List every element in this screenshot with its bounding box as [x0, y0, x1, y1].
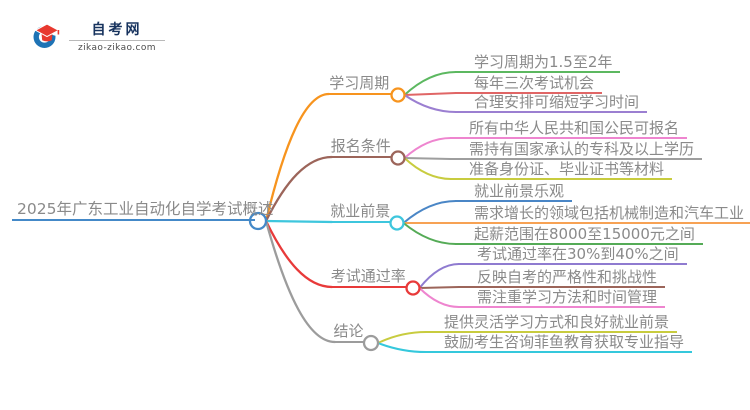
branch-connector [264, 219, 337, 344]
branch-connector [403, 157, 452, 180]
child-topic: 反映自考的严格性和挑战性 [458, 268, 666, 288]
branch-topic: 考试通过率 [330, 267, 407, 288]
node-toggle[interactable] [362, 334, 380, 352]
node-toggle[interactable] [389, 215, 405, 231]
node-toggle[interactable] [405, 280, 421, 296]
graduation-cap-icon [33, 19, 65, 54]
logo-text: 自考网 zikao-zikao.com [69, 22, 165, 53]
child-topic: 准备身份证、毕业证书等材料 [450, 160, 673, 180]
child-topic: 需注重学习方法和时间管理 [458, 288, 666, 308]
branch-topic: 就业前景 [330, 202, 391, 223]
branch-connector [402, 200, 457, 224]
child-topic: 考试通过率在30%到40%之间 [458, 245, 687, 265]
logo-domain: zikao-zikao.com [78, 43, 156, 53]
branch-connector [418, 287, 460, 308]
branch-connector [377, 331, 427, 344]
branch-connector [264, 219, 334, 224]
child-topic: 就业前景乐观 [455, 182, 573, 202]
branch-connector [264, 155, 334, 223]
child-topic: 提供灵活学习方式和良好就业前景 [425, 313, 678, 333]
child-topic: 学习周期为1.5至2年 [455, 53, 621, 73]
child-topic: 合理安排可缩短学习时间 [455, 93, 648, 113]
branch-connector [418, 286, 460, 289]
branch-connector [264, 92, 331, 223]
branch-connector [403, 71, 457, 96]
node-toggle[interactable] [390, 150, 406, 166]
branch-connector [403, 94, 457, 113]
child-topic: 需持有国家承认的专科及以上学历 [450, 140, 703, 160]
logo-title: 自考网 [91, 22, 143, 38]
branch-connector [402, 222, 457, 245]
node-toggle[interactable] [248, 211, 268, 231]
branch-topic: 结论 [333, 322, 364, 343]
branch-topic: 学习周期 [327, 74, 392, 95]
branch-connector [403, 157, 452, 160]
node-toggle[interactable] [390, 87, 406, 103]
child-topic: 每年三次考试机会 [455, 74, 603, 94]
logo: 自考网 zikao-zikao.com [33, 19, 165, 54]
branch-connector [403, 137, 452, 159]
branch-connector [403, 92, 457, 96]
logo-divider [69, 40, 165, 41]
branch-topic: 报名条件 [330, 137, 392, 158]
child-topic: 所有中华人民共和国公民可报名 [450, 119, 688, 139]
child-topic: 鼓励考生咨询菲鱼教育获取专业指导 [425, 333, 693, 353]
branch-connector [418, 263, 460, 289]
child-topic: 需求增长的领域包括机械制造和汽车工业 [455, 204, 750, 224]
child-topic: 起薪范围在8000至15000元之间 [455, 225, 703, 245]
branch-connector [377, 342, 427, 353]
root-topic: 2025年广东工业自动化自学考试概述 [12, 199, 273, 221]
branch-connector [264, 219, 334, 289]
